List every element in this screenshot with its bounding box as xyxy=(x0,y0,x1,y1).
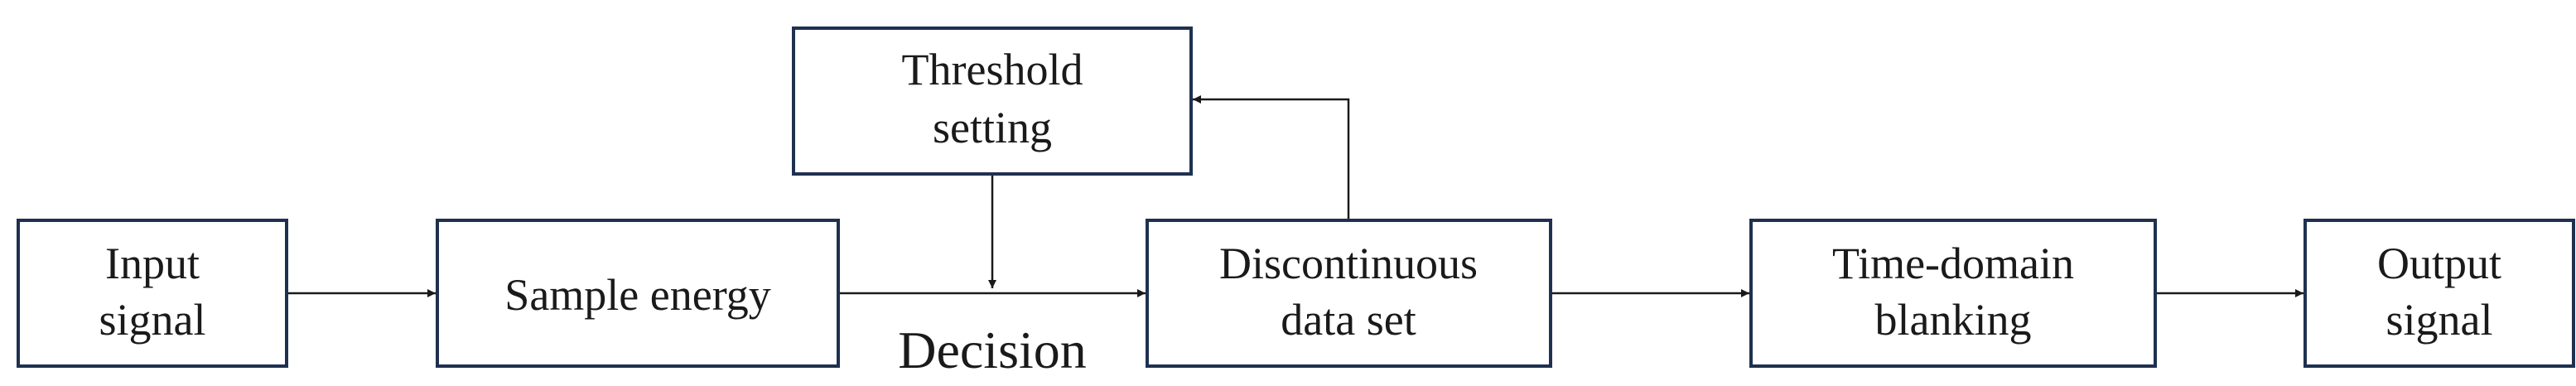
time-domain-blanking-block: Time-domain blanking xyxy=(1749,219,2157,368)
decision-label: Decision xyxy=(898,321,1087,379)
sample-energy-label: Sample energy xyxy=(504,270,770,320)
feedback-arrow-discontinuous-to-threshold xyxy=(1193,95,1350,220)
threshold-setting-label-line-1: Threshold xyxy=(902,45,1083,94)
threshold-setting-label-line-2: setting xyxy=(933,103,1052,152)
sample-energy-block: Sample energy xyxy=(436,219,840,368)
output-signal-block: Output signal xyxy=(2303,219,2575,368)
time-domain-blanking-label-line-1: Time-domain xyxy=(1832,239,2074,288)
discontinuous-data-set-block: Discontinuous data set xyxy=(1146,219,1552,368)
output-signal-label-line-2: signal xyxy=(2386,295,2493,345)
connectors xyxy=(287,95,2303,297)
threshold-setting-block: Threshold setting xyxy=(792,27,1193,176)
input-signal-block: Input signal xyxy=(17,219,288,368)
input-signal-label-line-2: signal xyxy=(99,295,206,345)
output-signal-label-line-1: Output xyxy=(2377,239,2501,288)
discontinuous-data-set-label-line-1: Discontinuous xyxy=(1219,239,1478,288)
input-signal-label-line-1: Input xyxy=(105,239,200,288)
discontinuous-data-set-label-line-2: data set xyxy=(1281,295,1416,345)
time-domain-blanking-label-line-2: blanking xyxy=(1875,295,2032,345)
